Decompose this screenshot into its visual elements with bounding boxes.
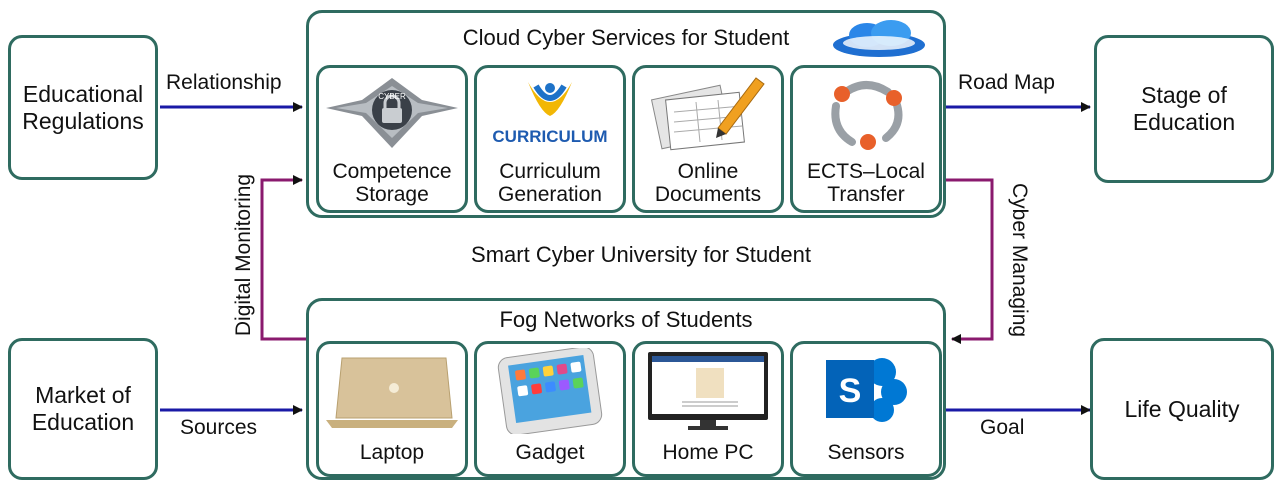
home-pc-tile: Home PC: [632, 341, 784, 477]
curriculum-generation-tile: CURRICULUM Curriculum Generation: [474, 65, 626, 213]
tile-label-home-pc: Home PC: [662, 441, 754, 464]
cyber-managing-arrow: [946, 178, 994, 344]
online-documents-tile: Online Documents: [632, 65, 784, 213]
life-quality-label: Life Quality: [1124, 395, 1240, 422]
center-caption: Smart Cyber University for Student: [471, 242, 811, 267]
sources-label: Sources: [180, 416, 258, 439]
sharepoint-icon-text: S: [839, 372, 862, 410]
curriculum-icon-text: CURRICULUM: [492, 127, 607, 146]
tile-label-competence-storage: Competence Storage: [332, 160, 452, 206]
market-of-education-node: Market of Education: [8, 338, 158, 480]
stage-of-education-label: Stage of Education: [1132, 82, 1236, 135]
transfer-cycle-icon: [831, 81, 903, 150]
cloud-services-group: Cloud Cyber Services for Student CYBER C…: [306, 10, 946, 218]
tile-label-laptop: Laptop: [359, 441, 425, 464]
goal-label: Goal: [980, 416, 1025, 439]
cyber-lock-icon: CYBER: [326, 78, 458, 148]
cloud-icon: [833, 20, 925, 57]
market-of-education-label: Market of Education: [31, 382, 135, 435]
relationship-label: Relationship: [166, 71, 282, 94]
cyber-icon-text: CYBER: [378, 92, 406, 101]
desktop-pc-icon: [648, 352, 768, 430]
competence-storage-tile: CYBER Competence Storage: [316, 65, 468, 213]
tile-label-curriculum-generation: Curriculum Generation: [498, 160, 602, 206]
curriculum-logo-icon: CURRICULUM: [492, 82, 608, 146]
sensors-tile: S Sensors: [790, 341, 942, 477]
digital-monitoring-arrow: [260, 175, 308, 341]
stage-of-education-node: Stage of Education: [1094, 35, 1274, 183]
tile-label-gadget: Gadget: [515, 441, 585, 464]
educational-regulations-node: Educational Regulations: [8, 35, 158, 180]
life-quality-node: Life Quality: [1090, 338, 1274, 480]
cloud-services-title: Cloud Cyber Services for Student: [462, 25, 790, 50]
fog-networks-title: Fog Networks of Students: [499, 307, 753, 332]
road-map-label: Road Map: [958, 71, 1055, 94]
tile-label-sensors: Sensors: [827, 441, 905, 464]
fog-networks-group: Fog Networks of Students Laptop: [306, 298, 946, 480]
laptop-tile: Laptop: [316, 341, 468, 477]
gadget-tile: Gadget: [474, 341, 626, 477]
documents-pencil-icon: [650, 77, 765, 151]
tile-label-ects-local-transfer: ECTS–Local Transfer: [807, 160, 925, 206]
sharepoint-icon: S: [826, 358, 907, 422]
smartphone-icon: [497, 348, 603, 434]
ects-local-transfer-tile: ECTS–Local Transfer: [790, 65, 942, 213]
tile-label-online-documents: Online Documents: [654, 160, 762, 206]
educational-regulations-label: Educational Regulations: [22, 80, 144, 134]
laptop-icon: [326, 357, 458, 428]
